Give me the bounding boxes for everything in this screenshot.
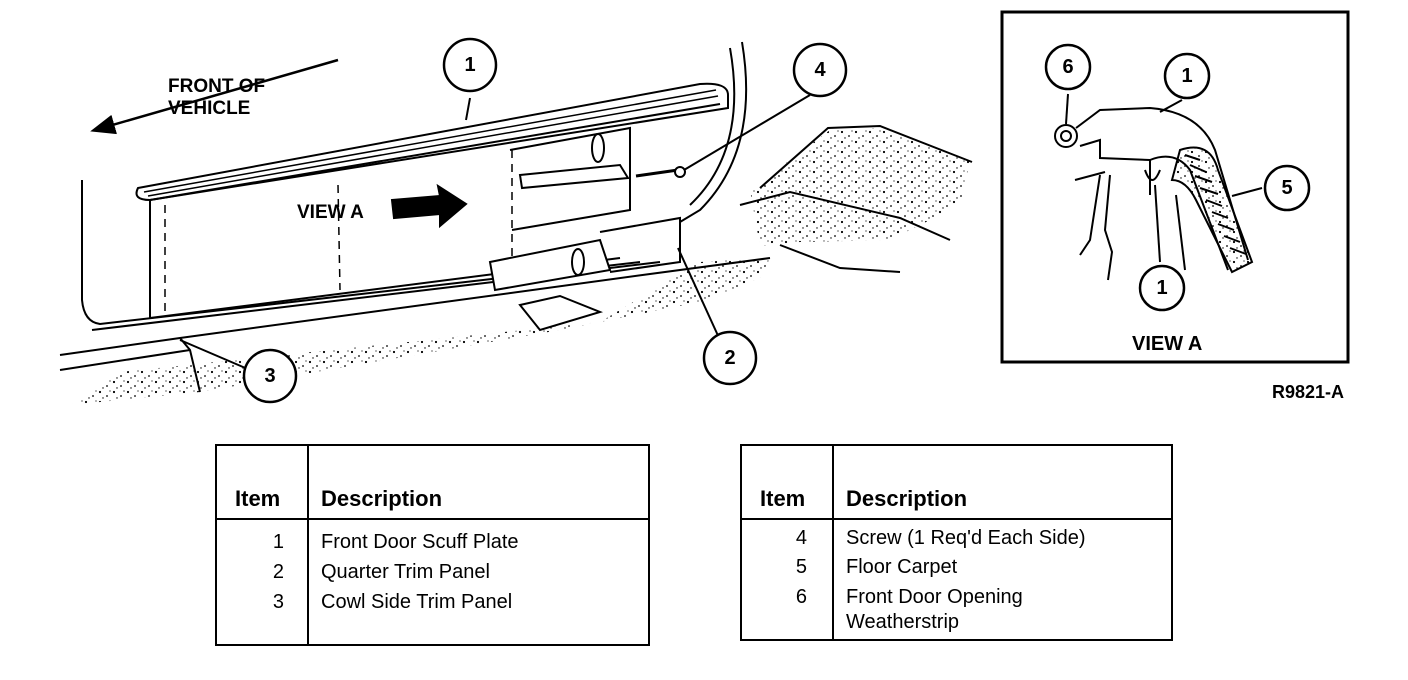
floor-carpet-hatch <box>1170 146 1254 274</box>
front-of-vehicle-label-line1: FRONT OF <box>168 76 265 97</box>
callout-circle: 1 <box>442 37 498 93</box>
column-header-item: Item <box>235 486 281 511</box>
view-a-arrow <box>390 183 468 229</box>
floor-carpet-area <box>70 258 770 405</box>
callout-circle: 1 <box>1163 52 1211 100</box>
view-a-arrow-label: VIEW A <box>297 202 364 223</box>
column-header-item: Item <box>760 486 806 511</box>
callout-circle: 2 <box>702 330 758 386</box>
callout-circle: 3 <box>242 348 298 404</box>
callout-number: 3 <box>264 365 275 387</box>
table-header-row <box>742 446 1171 520</box>
item-description: Screw (1 Req'd Each Side) <box>846 527 1086 549</box>
parts-table-right: Item Description 4 Screw (1 Req'd Each S… <box>740 444 1173 641</box>
item-number: 2 <box>272 561 284 583</box>
seat-cushion-area <box>750 128 970 246</box>
view-a-inset: 6 1 5 1 VIEW A <box>1000 10 1350 364</box>
column-divider <box>307 446 309 644</box>
scuff-plate <box>135 82 729 202</box>
callout-circle: 5 <box>1263 164 1311 212</box>
item-description: Front Door Opening <box>846 586 1023 608</box>
column-header-description: Description <box>846 486 968 511</box>
column-header-description: Description <box>321 486 443 511</box>
item-number: 4 <box>795 527 807 549</box>
callout-circle: 4 <box>792 42 848 98</box>
callout-circle: 1 <box>1138 264 1186 312</box>
item-description: Floor Carpet <box>846 556 958 578</box>
callout-number: 5 <box>1281 177 1292 199</box>
callout-circle: 6 <box>1044 43 1092 91</box>
callout-number: 4 <box>814 59 826 81</box>
item-number: 5 <box>795 556 807 578</box>
callout-number: 2 <box>724 347 735 369</box>
item-description: Front Door Scuff Plate <box>321 531 519 553</box>
item-number: 6 <box>795 586 807 608</box>
item-number: 1 <box>272 531 284 553</box>
item-number: 3 <box>272 591 284 613</box>
item-description: Cowl Side Trim Panel <box>321 591 513 613</box>
table-header-row <box>217 446 648 520</box>
callout-number: 6 <box>1062 56 1073 78</box>
item-description: Quarter Trim Panel <box>321 561 490 583</box>
column-divider <box>832 446 834 639</box>
parts-table-left: Item Description 1 Front Door Scuff Plat… <box>215 444 650 646</box>
figure-code: R9821-A <box>1272 382 1344 402</box>
front-of-vehicle-arrow <box>90 58 339 135</box>
callout-number: 1 <box>464 54 475 76</box>
item-description-line2: Weatherstrip <box>846 611 960 633</box>
front-of-vehicle-label-line2: VEHICLE <box>168 98 250 119</box>
inset-title: VIEW A <box>1132 333 1202 355</box>
callout-number: 1 <box>1156 277 1167 299</box>
callout-number: 1 <box>1181 65 1192 87</box>
